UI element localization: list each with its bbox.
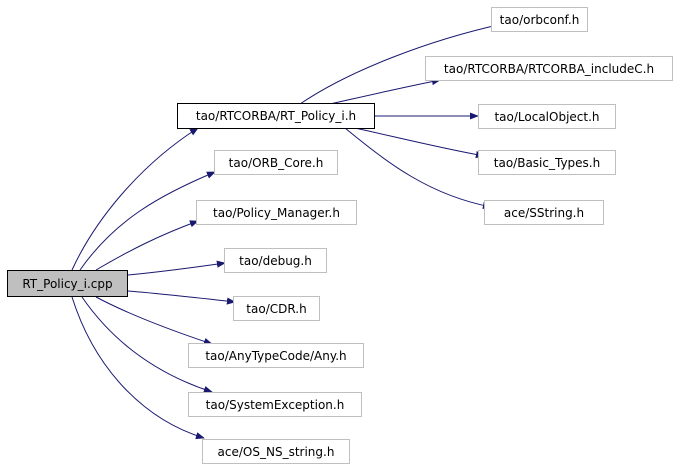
edge-root-rt-policy-h xyxy=(71,127,199,271)
node-any-h[interactable]: tao/AnyTypeCode/Any.h xyxy=(188,343,364,368)
node-os-ns-string-h[interactable]: ace/OS_NS_string.h xyxy=(202,439,350,464)
node-rt-policy-i-h[interactable]: tao/RTCORBA/RT_Policy_i.h xyxy=(177,103,375,129)
edge-h-basic-types xyxy=(354,127,485,159)
node-sstring-h[interactable]: ace/SString.h xyxy=(484,200,604,225)
node-basic-types-h[interactable]: tao/Basic_Types.h xyxy=(478,150,616,175)
node-orb-core-h[interactable]: tao/ORB_Core.h xyxy=(214,150,338,175)
edge-h-rtcorba-include xyxy=(329,78,441,105)
edge-h-sstring xyxy=(344,127,492,209)
node-policy-manager-h[interactable]: tao/Policy_Manager.h xyxy=(196,200,357,225)
edge-h-orbconf xyxy=(299,22,503,105)
node-localobject-h[interactable]: tao/LocalObject.h xyxy=(478,104,616,129)
node-orbconf-h[interactable]: tao/orbconf.h xyxy=(491,7,588,32)
node-systemexception-h[interactable]: tao/SystemException.h xyxy=(188,392,362,417)
node-rtcorba-includec-h[interactable]: tao/RTCORBA/RTCORBA_includeC.h xyxy=(425,56,673,81)
edge-root-cdr xyxy=(127,290,236,305)
node-debug-h[interactable]: tao/debug.h xyxy=(224,248,327,273)
edge-root-orb-core xyxy=(79,171,216,271)
edge-root-policy-manager xyxy=(95,220,199,271)
edge-root-system-exception xyxy=(81,296,213,393)
node-rt-policy-i-cpp[interactable]: RT_Policy_i.cpp xyxy=(7,270,128,297)
edge-root-any xyxy=(95,296,213,345)
node-cdr-h[interactable]: tao/CDR.h xyxy=(233,296,320,321)
edge-root-os-ns-string xyxy=(71,296,205,440)
edge-root-debug xyxy=(127,260,226,276)
